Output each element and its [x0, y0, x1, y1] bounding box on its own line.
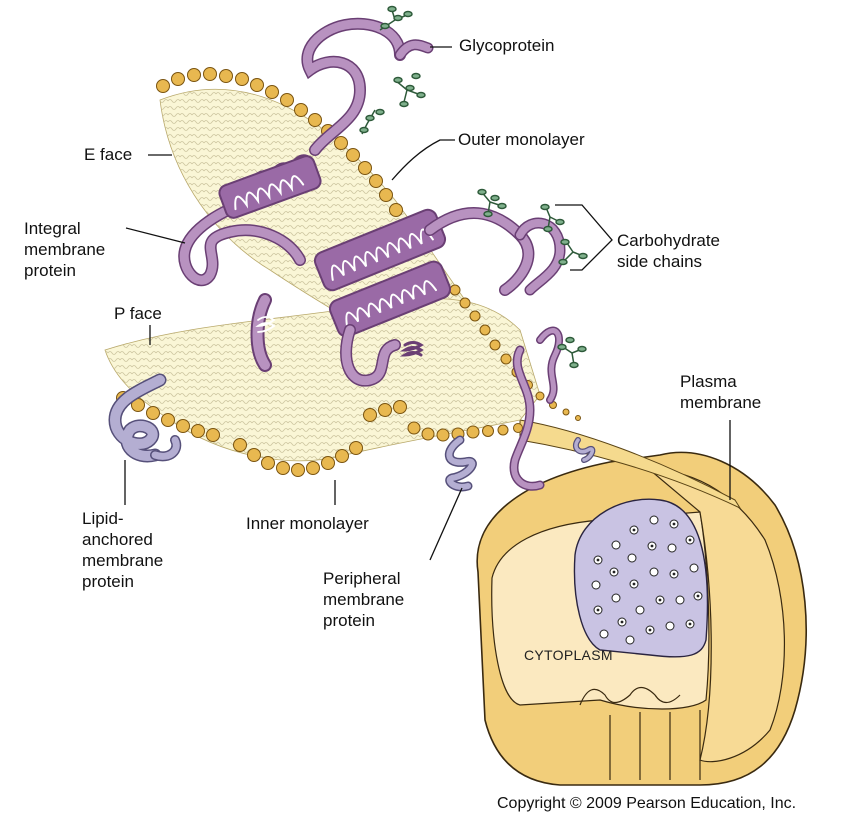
label-plasma-membrane: Plasma membrane	[680, 372, 762, 412]
label-inner-monolayer: Inner monolayer	[246, 514, 369, 533]
label-glycoprotein: Glycoprotein	[459, 36, 555, 55]
leader-integral-protein	[125, 227, 186, 244]
label-carbohydrate-side-chains: Carbohydrate side chains	[617, 231, 721, 271]
membrane-folds	[579, 686, 701, 780]
label-integral-membrane-protein: Integral membrane protein	[24, 219, 106, 280]
cell-cross-section	[476, 451, 807, 786]
integral-proteins	[178, 17, 566, 491]
label-outer-monolayer: Outer monolayer	[458, 130, 585, 149]
carbohydrate-chains	[359, 5, 588, 369]
nucleus	[573, 498, 709, 658]
leader-lines	[124, 46, 731, 561]
label-e-face: E face	[84, 145, 133, 164]
leader-peripheral-protein	[429, 487, 463, 561]
outer-lipid-heads	[156, 67, 581, 421]
label-lipid-anchored-membrane-protein: Lipid- anchored membrane protein	[82, 509, 164, 591]
label-peripheral-membrane-protein: Peripheral membrane protein	[323, 569, 405, 630]
nuclear-pores	[591, 515, 703, 645]
peripheral-proteins	[444, 435, 596, 492]
label-cytoplasm: CYTOPLASM	[524, 647, 613, 663]
cut-face	[648, 469, 786, 763]
label-p-face: P face	[114, 304, 162, 323]
copyright-notice: Copyright © 2009 Pearson Education, Inc.	[497, 795, 797, 812]
inner-lipid-heads	[116, 391, 523, 477]
leader-outer-monolayer	[391, 139, 455, 181]
leader-carbohydrate-bracket	[555, 204, 613, 271]
lipid-anchored-protein	[108, 373, 182, 463]
